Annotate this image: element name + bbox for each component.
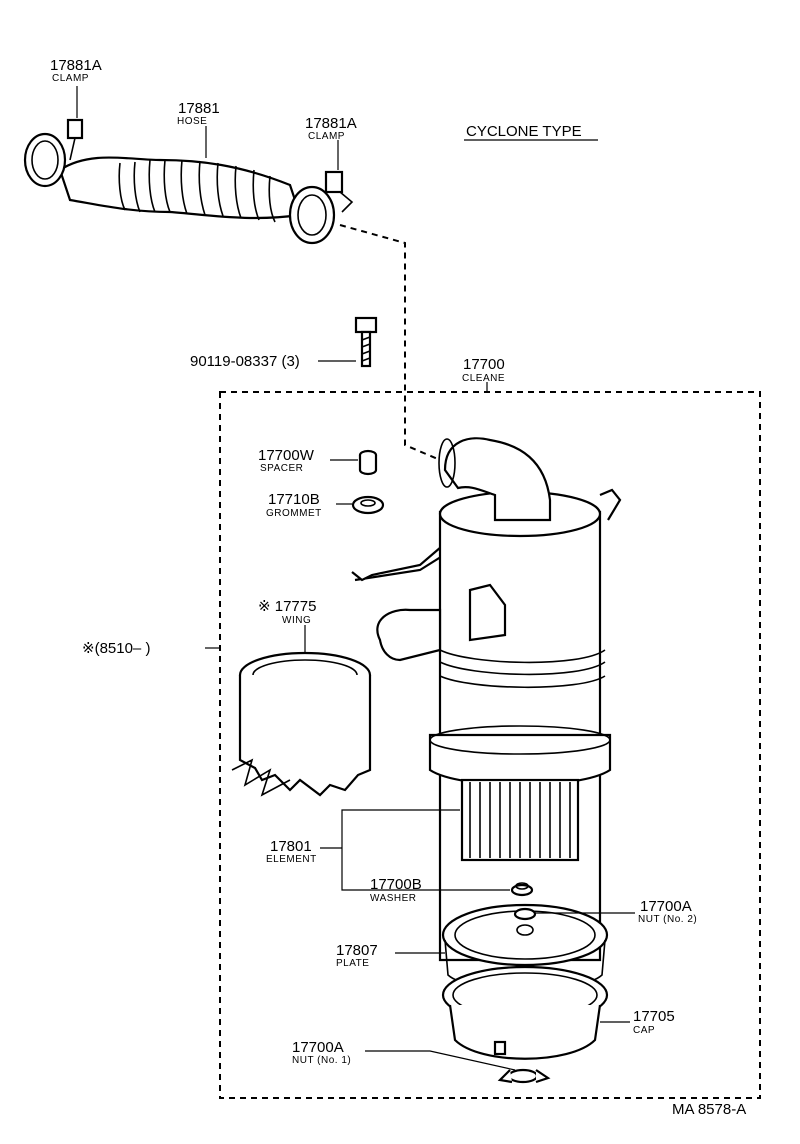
hose-number: 17881 xyxy=(178,100,220,117)
spacer-drawing xyxy=(358,449,378,476)
cleaner-number: 17700 xyxy=(463,356,505,373)
cap-drawing xyxy=(441,965,609,1060)
washer-drawing xyxy=(510,882,534,897)
bolt-drawing xyxy=(354,316,378,368)
clamp-left-name: CLAMP xyxy=(52,73,89,84)
nut1-drawing xyxy=(497,1068,551,1084)
nut1-number: 17700A xyxy=(292,1039,344,1056)
clamp-left-drawing xyxy=(23,118,84,188)
group-note: ※(8510– ) xyxy=(82,640,150,657)
washer-number: 17700B xyxy=(370,876,422,893)
nut1-name: NUT (No. 1) xyxy=(292,1055,351,1066)
cleaner-boundary xyxy=(219,391,761,1099)
spacer-name: SPACER xyxy=(260,463,303,474)
washer-name: WASHER xyxy=(370,893,417,904)
bolt-number: 90119-08337 (3) xyxy=(190,353,300,370)
leader-element xyxy=(341,809,460,848)
drawing-code: MA 8578-A xyxy=(672,1101,746,1118)
diagram-title: CYCLONE TYPE xyxy=(466,123,582,140)
cap-name: CAP xyxy=(633,1025,655,1036)
hose-drawing xyxy=(58,156,302,223)
spacer-number: 17700W xyxy=(258,447,315,464)
leader-washer-bracket xyxy=(341,848,440,891)
grommet-number: 17710B xyxy=(268,491,320,508)
hose-name: HOSE xyxy=(177,116,207,127)
nut2-drawing xyxy=(513,907,537,921)
grommet-drawing xyxy=(351,495,385,515)
plate-name: PLATE xyxy=(336,958,369,969)
clamp-right-drawing xyxy=(288,170,354,245)
wing-drawing xyxy=(231,651,372,797)
cleaner-name: CLEANE xyxy=(462,373,505,384)
clamp-right-number: 17881A xyxy=(305,115,357,132)
leader-nut1 xyxy=(365,1050,516,1071)
nut2-number: 17700A xyxy=(640,898,692,915)
element-name: ELEMENT xyxy=(266,854,317,865)
element-number: 17801 xyxy=(270,838,312,855)
clamp-left-number: 17881A xyxy=(50,57,102,74)
wing-number: ※ 17775 xyxy=(258,598,316,615)
grommet-name: GROMMET xyxy=(266,508,322,519)
nut2-name: NUT (No. 2) xyxy=(638,914,697,925)
wing-name: WING xyxy=(282,615,311,626)
cleaner-body-drawing xyxy=(351,437,622,962)
cap-number: 17705 xyxy=(633,1008,675,1025)
plate-number: 17807 xyxy=(336,942,378,959)
plate-drawing xyxy=(441,903,609,991)
clamp-right-name: CLAMP xyxy=(308,131,345,142)
connection-dashed-line xyxy=(339,224,441,461)
